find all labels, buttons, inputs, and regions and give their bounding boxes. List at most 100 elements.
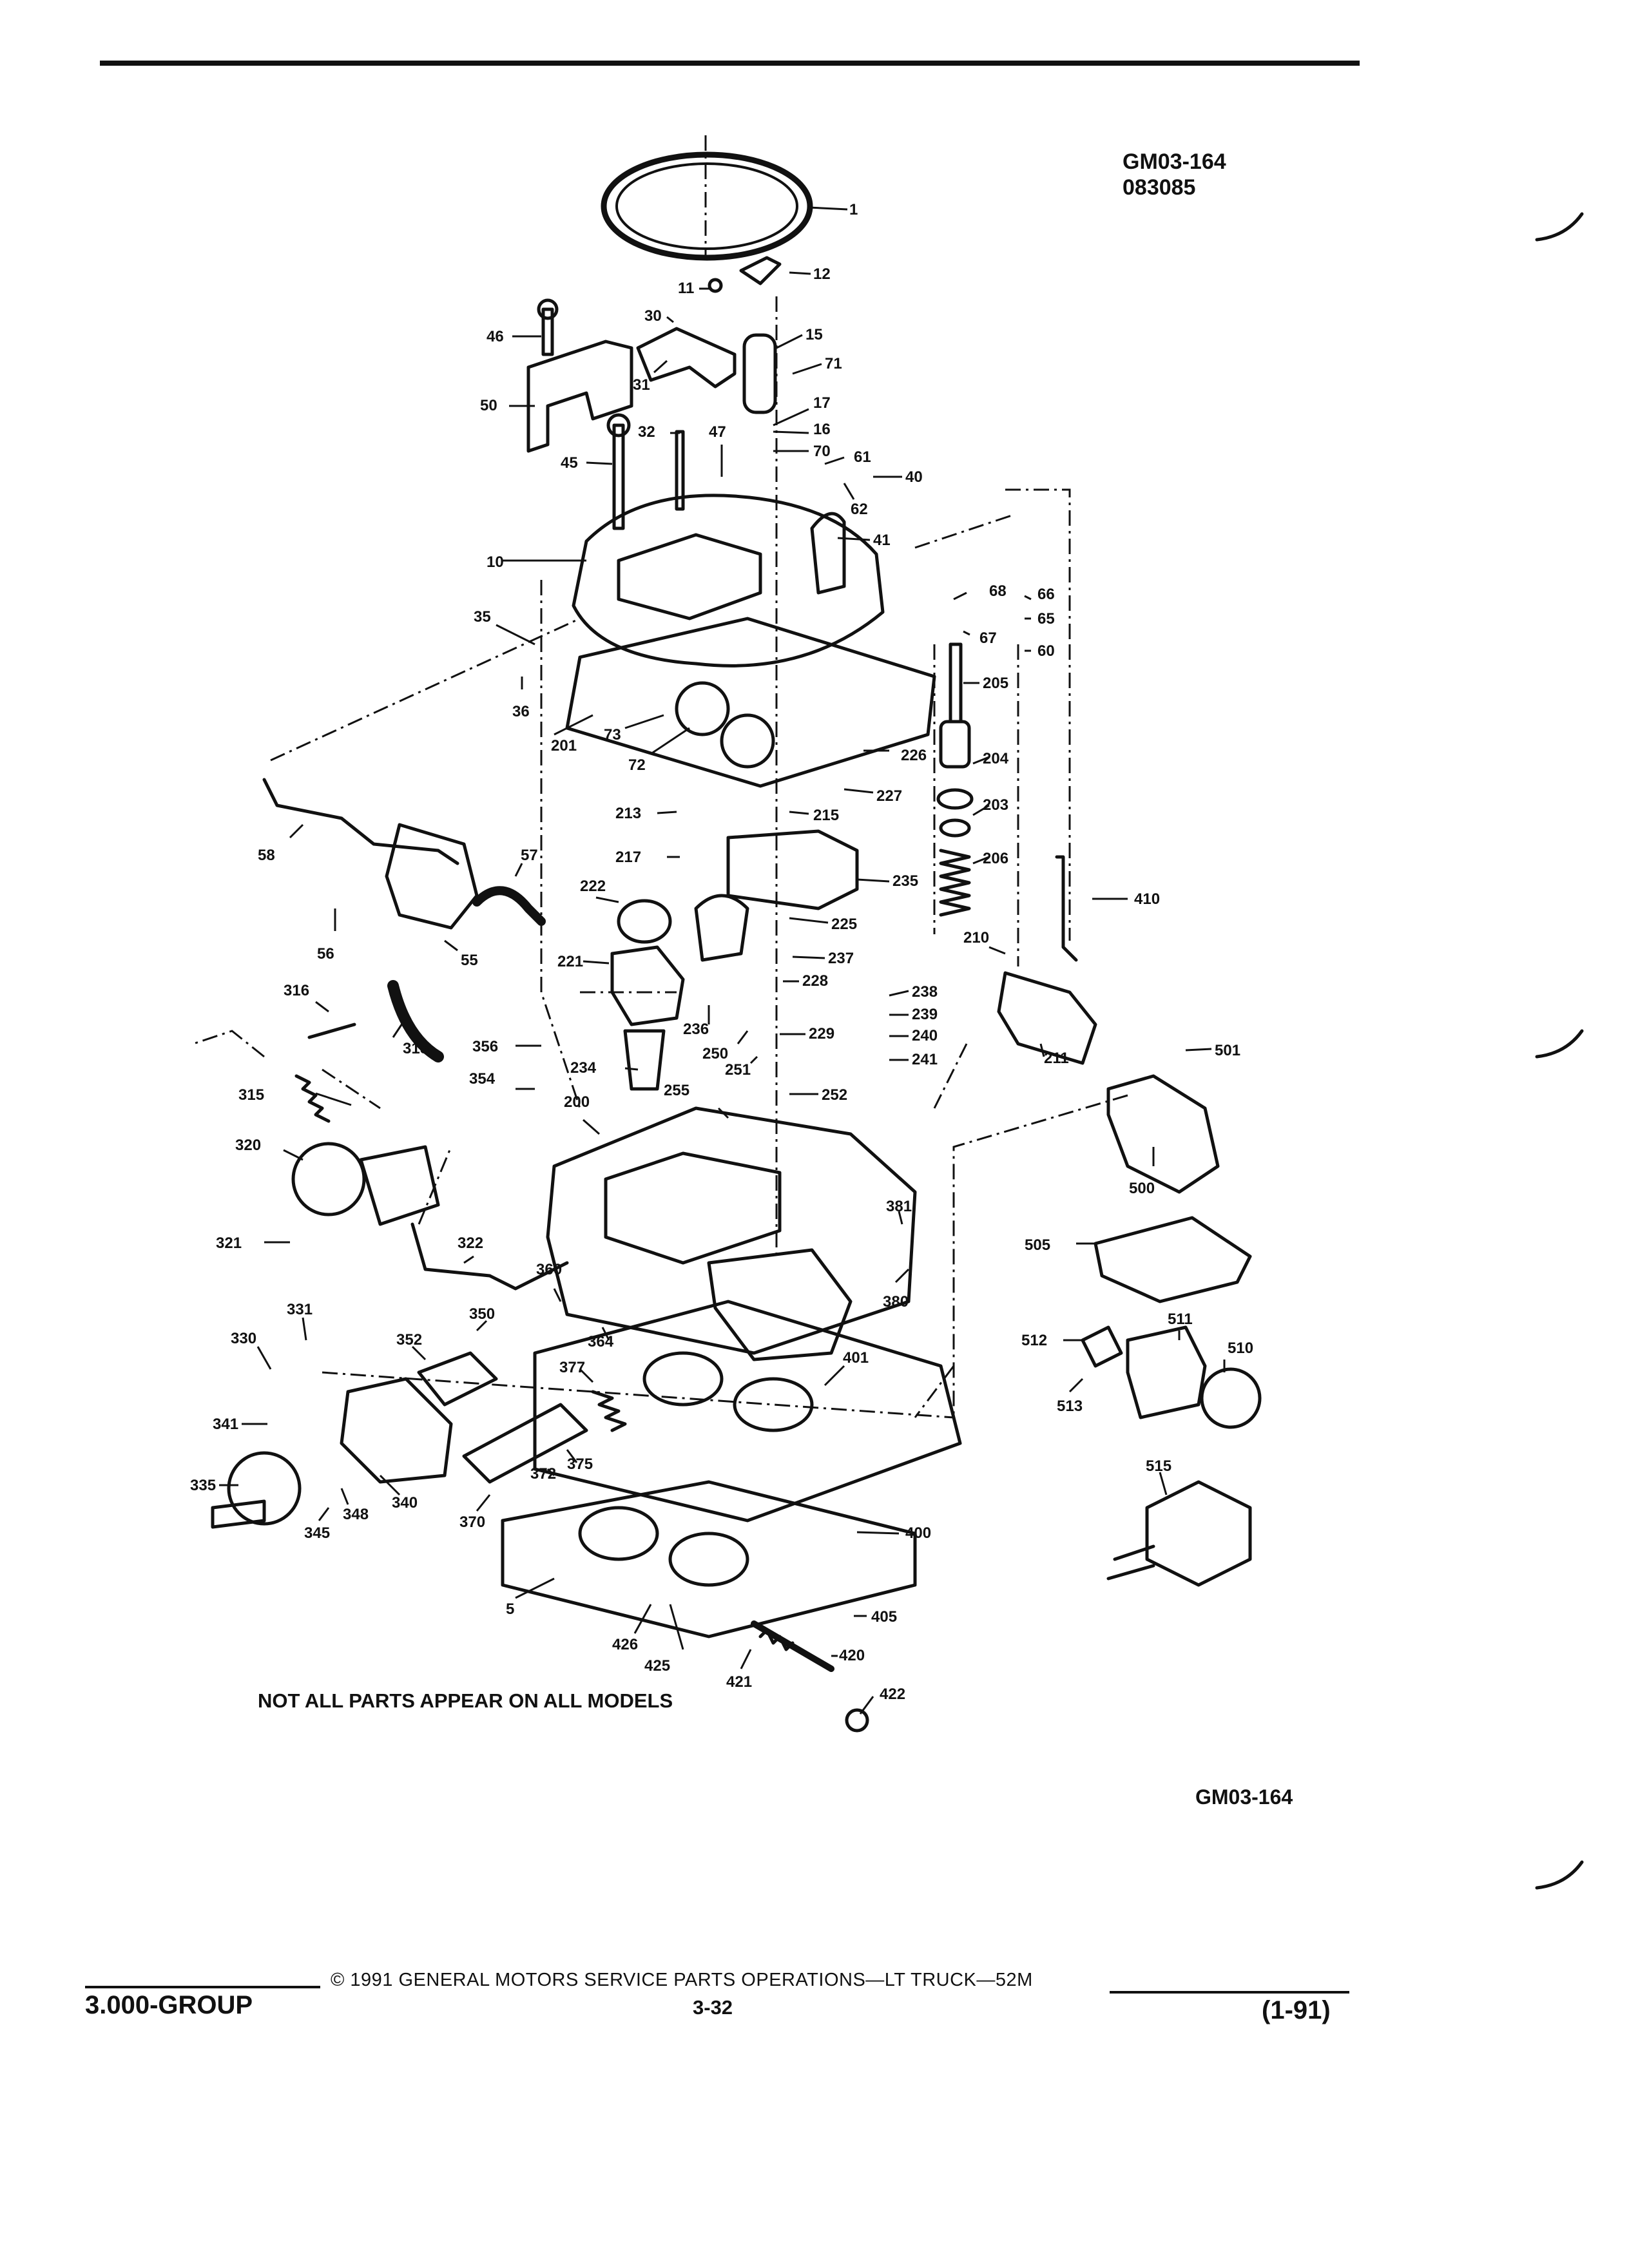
callout-label: 350	[469, 1305, 495, 1323]
callout-label: 213	[615, 805, 641, 822]
callout-label: 341	[213, 1416, 238, 1433]
part-370-plunger	[462, 1403, 588, 1484]
part-315-spring	[294, 1074, 331, 1123]
part-200-float-bowl	[546, 1106, 917, 1355]
callout-labels: 1 11 12 46 30 15 71 31 50 17 16 32 47 70…	[190, 201, 1253, 1703]
assembly-line	[270, 617, 581, 762]
callout-label: 234	[570, 1059, 597, 1077]
callout-label: 32	[638, 423, 655, 441]
part-10-air-horn	[617, 533, 762, 620]
callout-label: 56	[317, 945, 334, 963]
callout-label: 239	[912, 1006, 938, 1023]
part-400-throttle-body	[533, 1300, 962, 1523]
callout-label: 381	[886, 1198, 912, 1215]
callout-label: 210	[963, 929, 989, 947]
callout-label: 72	[628, 756, 646, 774]
callout-label: 345	[304, 1524, 330, 1542]
callout-label: 315	[403, 1040, 429, 1057]
part-511-bracket	[1126, 1325, 1207, 1419]
callout-label: 50	[480, 397, 497, 414]
part-322-line	[410, 1222, 569, 1291]
callout-label: 250	[702, 1045, 728, 1062]
callout-label: 515	[1146, 1457, 1171, 1475]
figure-date: 083085	[1123, 175, 1196, 200]
margin-mark	[1535, 1029, 1584, 1059]
callout-label: 335	[190, 1477, 216, 1494]
callout-label: 206	[983, 850, 1008, 867]
callout-label: 238	[912, 983, 938, 1001]
callout-label: 360	[536, 1261, 562, 1278]
callout-label: 426	[612, 1636, 638, 1653]
callout-label: 16	[813, 421, 831, 438]
callout-label: 229	[809, 1025, 834, 1043]
callout-label: 205	[983, 675, 1008, 692]
callout-label: 67	[979, 629, 997, 647]
part-203	[939, 818, 971, 838]
callout-label: 228	[802, 972, 828, 990]
callout-label: 251	[725, 1061, 751, 1079]
part-41-lever	[810, 512, 846, 595]
callout-label: 1	[849, 201, 858, 218]
part-5-base-gasket	[501, 1480, 917, 1639]
callout-label: 321	[216, 1235, 242, 1252]
callout-label: 425	[644, 1657, 670, 1675]
part-11	[708, 278, 723, 293]
callout-label: 17	[813, 394, 831, 412]
figure-id: GM03-164	[1123, 149, 1226, 174]
part-222	[617, 899, 672, 944]
assembly-line	[933, 1043, 968, 1109]
throttle-bore	[642, 1351, 724, 1407]
part-315-hose	[387, 980, 444, 1062]
part-352-lever	[417, 1351, 498, 1407]
footer-rule-left	[85, 1986, 320, 1988]
footer-date-code: (1-91)	[1262, 1996, 1331, 2024]
callout-label: 65	[1037, 610, 1055, 628]
margin-mark	[1535, 212, 1584, 242]
part-46-head	[537, 298, 559, 320]
callout-label: 421	[726, 1673, 752, 1691]
callout-label: 61	[854, 448, 871, 466]
callout-label: 66	[1037, 586, 1055, 603]
part-200-base	[707, 1248, 853, 1361]
callout-label: 47	[709, 423, 726, 441]
assembly-line	[418, 1146, 452, 1225]
part-320-bracket	[359, 1145, 440, 1226]
part-515-terminals	[1106, 1544, 1155, 1581]
callout-label: 241	[912, 1051, 938, 1068]
part-204	[936, 788, 974, 810]
callout-label: 227	[876, 787, 902, 805]
footer-copyright: © 1991 GENERAL MOTORS SERVICE PARTS OPER…	[331, 1970, 1033, 1990]
part-205-pump-rod	[949, 642, 963, 724]
callout-label: 35	[474, 608, 491, 626]
throttle-bore	[668, 1532, 749, 1587]
part-55-choke-pulloff	[385, 823, 479, 930]
gasket-hole	[675, 681, 730, 736]
callout-label: 201	[551, 737, 577, 754]
assembly-line	[540, 580, 581, 1109]
callout-label: 211	[1044, 1050, 1069, 1067]
callout-label: 370	[459, 1514, 485, 1531]
part-15-pump	[742, 333, 777, 414]
callout-label: 11	[678, 280, 694, 297]
callout-label: 510	[1228, 1340, 1253, 1357]
callout-label: 372	[530, 1465, 556, 1483]
callout-label: 401	[843, 1349, 869, 1367]
callout-label: 237	[828, 950, 854, 967]
callout-label: 320	[235, 1137, 261, 1154]
callout-label: 200	[564, 1093, 590, 1111]
callout-label: 316	[284, 982, 309, 999]
part-205-pump-cup	[939, 720, 971, 769]
part-234-cup	[623, 1029, 666, 1091]
callout-label: 364	[588, 1333, 614, 1350]
part-410-rod	[1055, 855, 1078, 962]
callout-label: 501	[1215, 1042, 1240, 1059]
callout-label: 375	[567, 1456, 593, 1473]
callout-label: 222	[580, 878, 606, 895]
callout-label: 252	[822, 1086, 847, 1104]
callout-label: 513	[1057, 1398, 1083, 1415]
callout-label: 500	[1129, 1180, 1155, 1197]
part-316-line	[307, 1023, 356, 1039]
part-225-float	[694, 894, 749, 962]
part-201-gasket	[565, 617, 936, 788]
part-320-vacuum-break	[291, 1142, 366, 1216]
